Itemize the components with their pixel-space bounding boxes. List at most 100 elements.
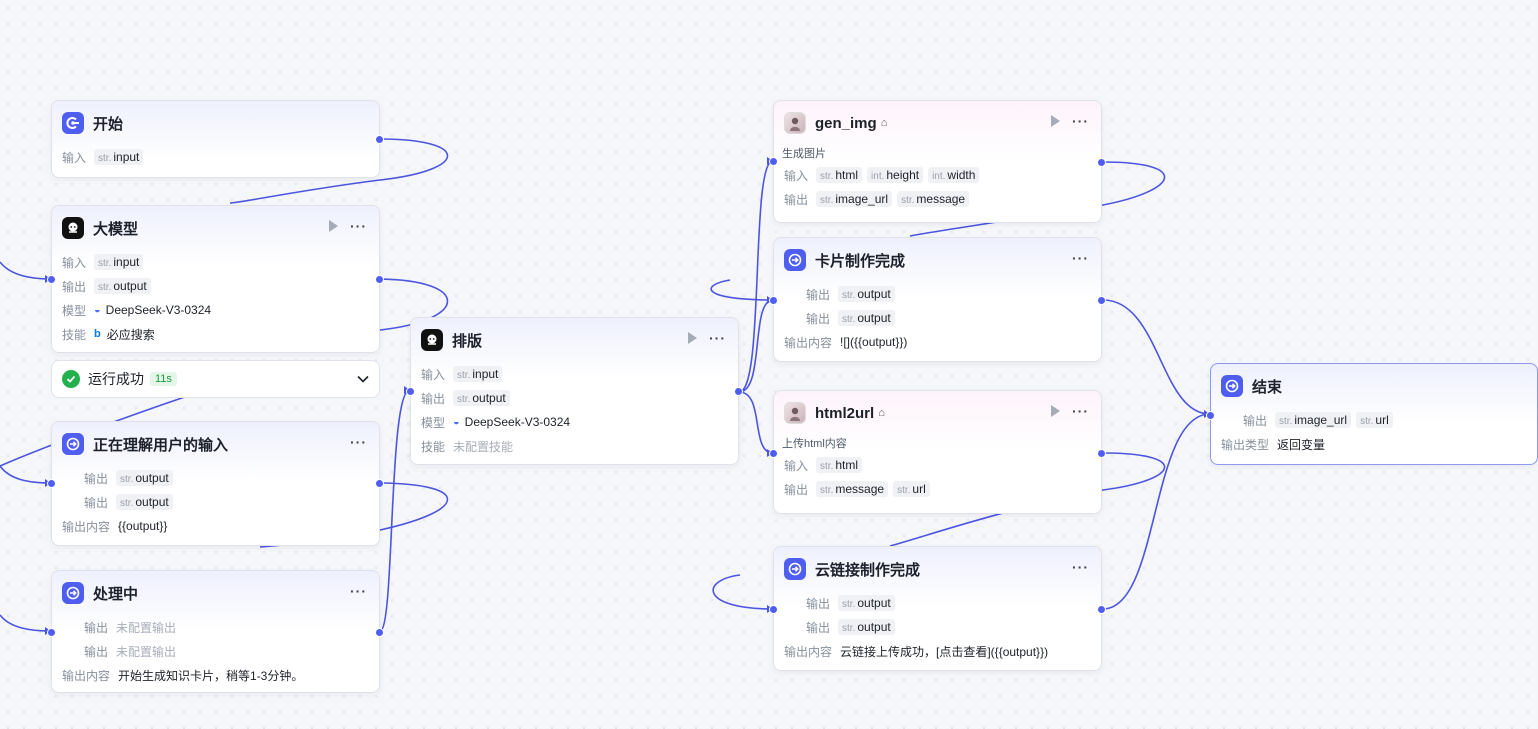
node-processing[interactable]: 处理中 ··· 输出未配置输出 输出未配置输出 输出内容开始生成知识卡片，稍等1…: [47, 570, 384, 693]
node-title: 排版: [452, 332, 483, 350]
more-icon[interactable]: ···: [350, 434, 367, 450]
llm-icon: [421, 329, 443, 351]
edge-into-understanding: [0, 465, 52, 484]
node-description: 上传html内容: [782, 438, 847, 450]
content-row: 输出内容云链接上传成功，[点击查看]({{output}}): [784, 644, 1049, 659]
more-icon[interactable]: ···: [350, 583, 367, 599]
node-title: 大模型: [93, 220, 139, 238]
node-title: html2url: [815, 404, 875, 422]
param-tag: str.image_url: [1275, 412, 1352, 428]
node-gen-img[interactable]: gen_img ⌂ ··· 生成图片 输入 str.html int.heigh…: [769, 100, 1106, 223]
content-row: 输出内容开始生成知识卡片，稍等1-3分钟。: [62, 668, 304, 683]
param-tag: str.message: [816, 481, 889, 497]
deepseek-icon: ◒: [94, 304, 101, 316]
input-row: 输入 str.input: [52, 145, 379, 169]
output-port[interactable]: [1097, 296, 1106, 305]
param-tag: str.message: [897, 191, 970, 207]
output-port[interactable]: [375, 135, 384, 144]
status-text: 运行成功: [88, 371, 144, 387]
output-port[interactable]: [375, 628, 384, 637]
node-title: gen_img: [815, 114, 877, 132]
input-port[interactable]: [47, 628, 56, 637]
input-port[interactable]: [769, 296, 778, 305]
param-tag: str.image_url: [816, 191, 893, 207]
model-row: 模型◒DeepSeek-V3-0324: [421, 415, 571, 430]
input-port[interactable]: [769, 449, 778, 458]
more-icon[interactable]: ···: [1072, 250, 1089, 266]
input-port[interactable]: [47, 479, 56, 488]
run-status-bar[interactable]: 运行成功 11s: [51, 360, 380, 398]
run-icon[interactable]: [329, 220, 338, 232]
edge-layout-html2url: [738, 391, 774, 454]
content-row: 输出内容![]({{output}}): [784, 335, 908, 350]
param-tag: str.output: [453, 390, 510, 406]
edge-link-end: [1102, 413, 1211, 610]
param-tag: str.output: [116, 470, 173, 486]
edge-processing-layout: [379, 389, 411, 632]
input-port[interactable]: [406, 387, 415, 396]
node-html2url[interactable]: html2url ⌂ ··· 上传html内容 输入 str.html 输出 s…: [769, 390, 1106, 514]
more-icon[interactable]: ···: [1072, 403, 1089, 419]
edge-genimg-out: [909, 161, 1166, 237]
output-row: 输出 str.image_url str.message: [774, 187, 1101, 211]
output-row: 输出 str.message str.url: [774, 477, 1101, 501]
model-row: 模型◒DeepSeek-V3-0324: [62, 303, 212, 318]
input-port[interactable]: [47, 275, 56, 284]
param-tag: str.url: [893, 481, 930, 497]
node-title: 正在理解用户的输入: [93, 436, 229, 454]
plugin-icon: ⌂: [880, 117, 888, 129]
edge-html2url-out: [889, 452, 1166, 547]
param-tag: str.output: [838, 595, 895, 611]
run-icon[interactable]: [1051, 405, 1060, 417]
param-tag: str.html: [816, 457, 863, 473]
param-tag: str.url: [1356, 412, 1393, 428]
deepseek-icon: ◒: [453, 416, 460, 428]
edge-start-llm: [229, 138, 448, 204]
more-icon[interactable]: ···: [1072, 113, 1089, 129]
param-tag: str.output: [838, 310, 895, 326]
param-tag: str.output: [116, 494, 173, 510]
input-port[interactable]: [769, 605, 778, 614]
output-row: 输出 str.image_url str.url: [1211, 408, 1537, 432]
edge-into-llm: [0, 261, 52, 280]
param-tag: str.output: [94, 278, 151, 294]
output-row: 输出未配置输出: [84, 644, 177, 659]
input-port[interactable]: [769, 157, 778, 166]
chevron-down-icon[interactable]: [357, 370, 369, 388]
skill-row: 技能未配置技能: [421, 439, 514, 454]
node-title: 云链接制作完成: [815, 561, 921, 579]
output-port[interactable]: [1097, 158, 1106, 167]
param-tag: str.input: [94, 149, 144, 165]
more-icon[interactable]: ···: [709, 330, 726, 346]
output-port[interactable]: [734, 387, 743, 396]
output-port[interactable]: [1097, 449, 1106, 458]
output-port[interactable]: [1097, 605, 1106, 614]
output-port[interactable]: [375, 479, 384, 488]
param-tag: int.width: [928, 167, 980, 183]
more-icon[interactable]: ···: [350, 218, 367, 234]
node-end[interactable]: 结束 输出 str.image_url str.url 输出类型返回变量: [1206, 363, 1538, 465]
run-icon[interactable]: [688, 332, 697, 344]
edge-link-loop: [712, 574, 774, 610]
param-tag: str.input: [94, 254, 144, 270]
more-icon[interactable]: ···: [1072, 559, 1089, 575]
type-row: 输出类型返回变量: [1221, 437, 1326, 452]
run-icon[interactable]: [1051, 115, 1060, 127]
plugin-avatar-icon: [784, 402, 806, 424]
output-port[interactable]: [375, 275, 384, 284]
node-start[interactable]: 开始 输入 str.input: [51, 100, 384, 178]
input-port[interactable]: [1206, 411, 1215, 420]
status-time-badge: 11s: [150, 372, 177, 386]
